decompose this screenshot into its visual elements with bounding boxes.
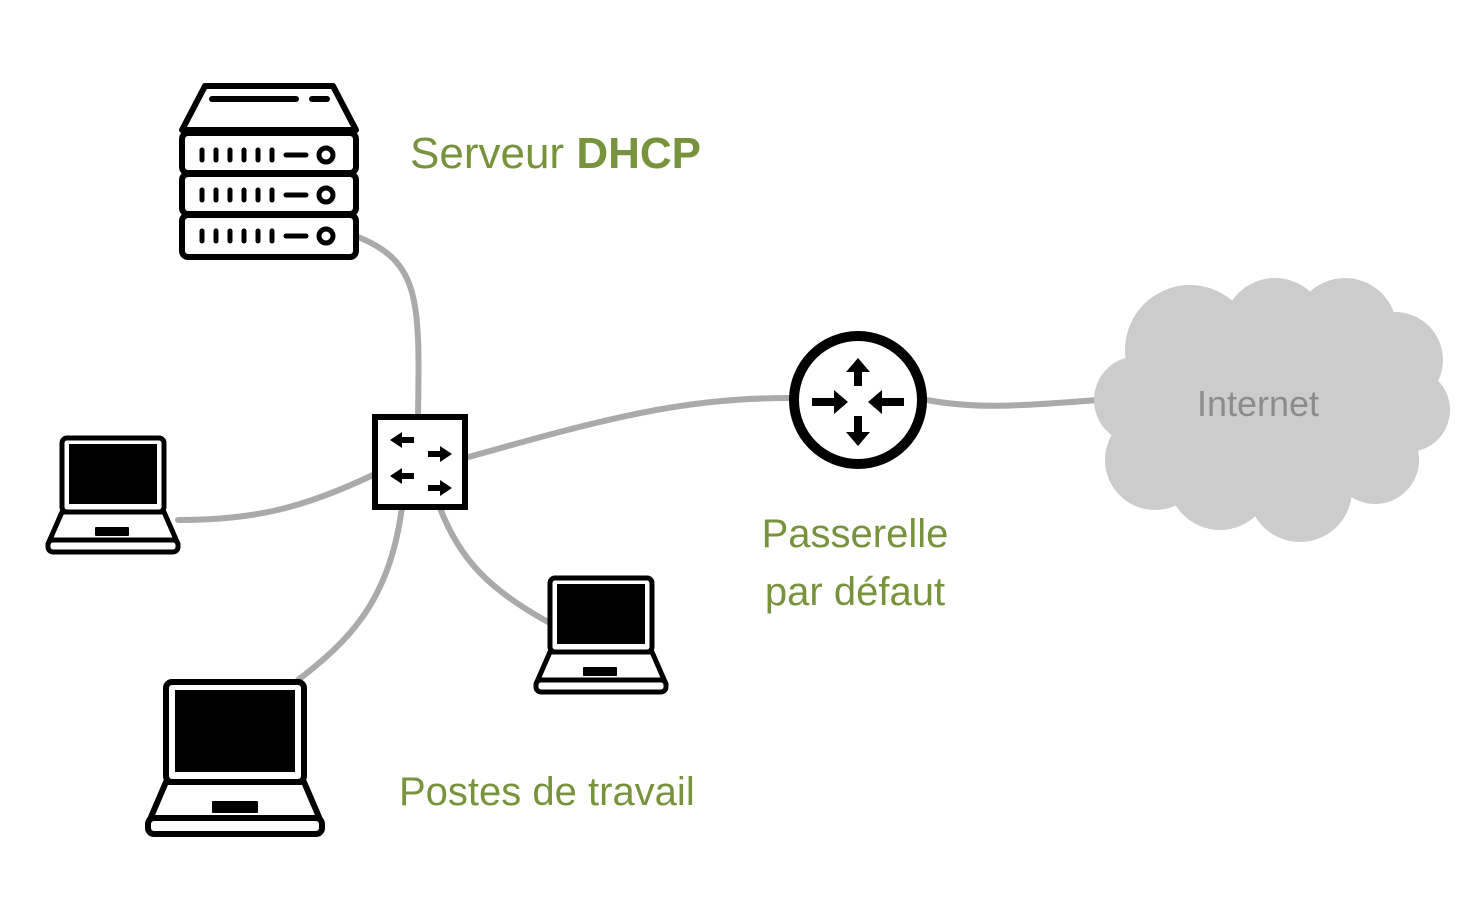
dhcp-server-label: Serveur DHCP: [410, 128, 701, 180]
cable-switch-laptop-middle: [437, 505, 551, 625]
gateway-label-line1: Passerelle: [761, 512, 949, 556]
internet-label: Internet: [1196, 383, 1320, 424]
network-cables: [175, 234, 1101, 683]
cable-switch-router: [462, 395, 792, 461]
laptop-icon: [145, 679, 325, 837]
cable-router-cloud: [924, 397, 1101, 409]
server-icon: [179, 83, 359, 260]
laptop-icon: [533, 575, 669, 695]
dhcp-server-label-prefix: Serveur: [410, 129, 565, 178]
cable-server-switch: [355, 234, 422, 420]
cloud-icon: [1094, 278, 1450, 542]
gateway-label: Passerelle par défaut: [742, 505, 968, 621]
server-unit-indicators: [199, 145, 336, 246]
gateway-label-line2: par défaut: [764, 570, 946, 614]
workstations-label: Postes de travail: [399, 770, 695, 814]
laptop-icon: [45, 435, 181, 555]
cable-switch-laptop-bottom: [295, 504, 405, 683]
switch-icon: [372, 414, 468, 510]
cable-switch-laptop-left: [175, 471, 378, 523]
dhcp-server-label-bold: DHCP: [576, 129, 701, 178]
router-icon: [789, 331, 927, 469]
